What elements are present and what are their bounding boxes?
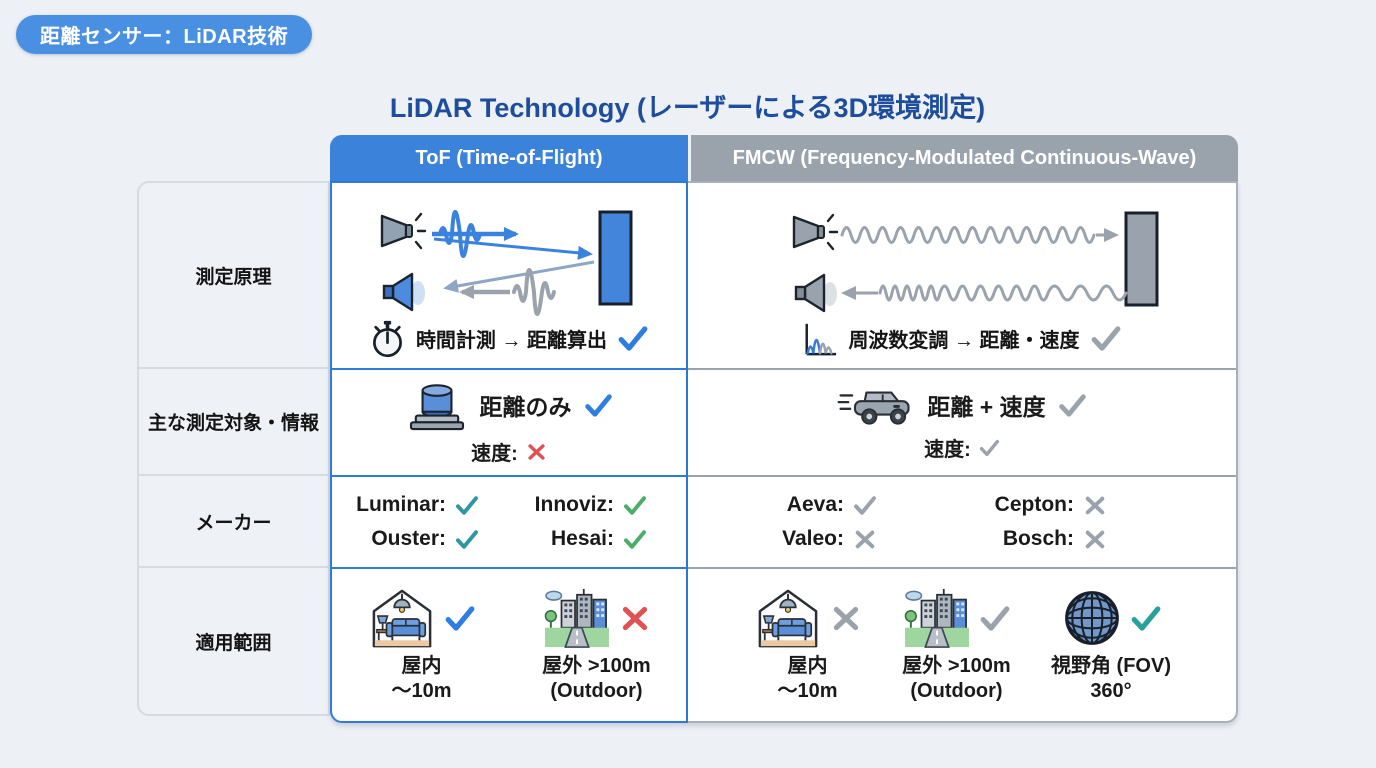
topic-badge-label: 距離センサー：LiDAR技術 (40, 26, 289, 48)
fmcw-column: 周波数変調 → 距離・速度 (688, 181, 1238, 723)
emitted-pulse-wave (438, 209, 482, 258)
tof-column: 時間計測 → 距離算出 距離のみ 速度: (330, 181, 688, 723)
fmcw-makers-cell: Aeva: Cepton: Valeo: Bosch: (688, 475, 1236, 567)
check-icon (979, 605, 1011, 632)
indoor-house-icon (758, 589, 818, 648)
comparison-table: ToF (Time-of-Flight) FMCW (Frequency-Mod… (137, 135, 1238, 723)
row-label-scope: 適用範囲 (139, 566, 328, 714)
column-header-tof: ToF (Time-of-Flight) (330, 135, 688, 181)
emitter-icon (380, 212, 427, 249)
column-header-fmcw-label: FMCW (Frequency-Modulated Continuous-Wav… (732, 146, 1197, 169)
check-icon (1090, 325, 1122, 352)
row-label-makers: メーカー (139, 474, 328, 566)
scope-item-indoor: 屋内 ～10m (753, 587, 862, 703)
check-icon (979, 439, 1000, 457)
scope-item-outdoor: 屋外 >100m (Outdoor) (902, 587, 1011, 703)
check-icon (444, 605, 476, 632)
row-label-column: 測定原理 主な測定対象・情報 メーカー 適用範囲 (137, 181, 330, 716)
cross-icon (1083, 529, 1107, 550)
scope-line: 360° (1090, 679, 1132, 702)
scope-item-outdoor: 屋外 >100m (Outdoor) (542, 587, 651, 703)
cross-icon (526, 443, 547, 461)
tof-targets-main-text: 距離のみ (479, 394, 572, 420)
maker-entry: Bosch: (982, 527, 1172, 551)
cross-icon (853, 529, 877, 550)
check-icon (617, 325, 649, 352)
check-icon (584, 393, 613, 418)
return-pulse-wave (512, 267, 556, 316)
fmcw-principle-cell: 周波数変調 → 距離・速度 (688, 183, 1236, 368)
scope-line: ～10m (777, 679, 838, 702)
cross-icon (1083, 495, 1107, 516)
check-icon (1130, 605, 1162, 632)
target-object (1124, 211, 1159, 306)
scope-line: ～10m (391, 679, 452, 702)
fmcw-scope-cell: 屋内 ～10m (688, 567, 1236, 721)
scope-item-fov: 視野角 (FOV) 360° (1051, 587, 1171, 703)
check-icon (623, 495, 647, 516)
cross-icon (830, 605, 862, 632)
stopwatch-icon (372, 320, 402, 357)
maker-entry: Hesai: (518, 527, 668, 551)
scope-item-indoor: 屋内 ～10m (367, 587, 476, 703)
globe-icon (1064, 591, 1119, 645)
maker-entry: Innoviz: (518, 493, 668, 517)
receiver-icon (794, 273, 837, 312)
return-beam (443, 260, 595, 293)
outdoor-city-icon (904, 589, 969, 649)
target-object (598, 210, 633, 305)
fmcw-principle-diagram (792, 211, 1159, 312)
scope-line: 屋内 (401, 655, 442, 678)
check-icon (1058, 393, 1087, 418)
scope-line: 屋内 (787, 655, 828, 678)
maker-entry: Aeva: (752, 493, 982, 517)
scope-line: 屋外 >100m (902, 655, 1011, 678)
fmcw-targets-main-text: 距離 + 速度 (927, 394, 1046, 420)
fmcw-principle-text: 周波数変調 → 距離・速度 (848, 330, 1080, 352)
outgoing-beam (433, 237, 593, 260)
check-icon (455, 495, 479, 516)
return-continuous-wave (878, 284, 1128, 301)
emitted-continuous-wave (840, 225, 1096, 244)
tof-principle-cell: 時間計測 → 距離算出 (332, 183, 686, 368)
maker-entry: Ouster: (350, 527, 518, 551)
receiver-icon (382, 272, 425, 311)
moving-car-icon (837, 391, 910, 425)
maker-entry: Cepton: (982, 493, 1172, 517)
maker-entry: Valeo: (752, 527, 982, 551)
row-label-targets: 主な測定対象・情報 (139, 367, 328, 474)
tof-targets-cell: 距離のみ 速度: (332, 368, 686, 475)
fmcw-targets-cell: 距離 + 速度 速度: (688, 368, 1236, 475)
tof-makers-cell: Luminar: Innoviz: Ouster: Hesai: (332, 475, 686, 567)
outdoor-city-icon (544, 589, 609, 649)
check-icon (853, 495, 877, 516)
check-icon (623, 529, 647, 550)
scope-line: (Outdoor) (550, 679, 643, 702)
check-icon (455, 529, 479, 550)
cross-icon (619, 605, 651, 632)
emitter-icon (792, 213, 839, 250)
tof-principle-caption: 時間計測 → 距離算出 (369, 320, 649, 358)
scope-line: 屋外 >100m (542, 655, 651, 678)
tof-principle-text: 時間計測 → 距離算出 (415, 330, 608, 352)
indoor-house-icon (372, 589, 432, 648)
lidar-sensor-icon (409, 384, 464, 431)
row-label-principle: 測定原理 (195, 266, 272, 288)
page-title: LiDAR Technology (レーザーによる3D環境測定) (389, 93, 986, 123)
tof-principle-diagram (380, 209, 633, 316)
frequency-chart-icon (805, 323, 837, 355)
tof-velocity-label: 速度: (471, 443, 518, 465)
column-header-tof-label: ToF (Time-of-Flight) (415, 146, 603, 169)
maker-entry: Luminar: (350, 493, 518, 517)
scope-line: 視野角 (FOV) (1051, 655, 1171, 678)
column-header-fmcw: FMCW (Frequency-Modulated Continuous-Wav… (691, 135, 1238, 181)
scope-line: (Outdoor) (910, 679, 1003, 702)
fmcw-principle-caption: 周波数変調 → 距離・速度 (802, 321, 1121, 357)
fmcw-velocity-label: 速度: (924, 439, 971, 461)
tof-scope-cell: 屋内 ～10m (332, 567, 686, 721)
topic-badge: 距離センサー：LiDAR技術 (16, 15, 313, 54)
